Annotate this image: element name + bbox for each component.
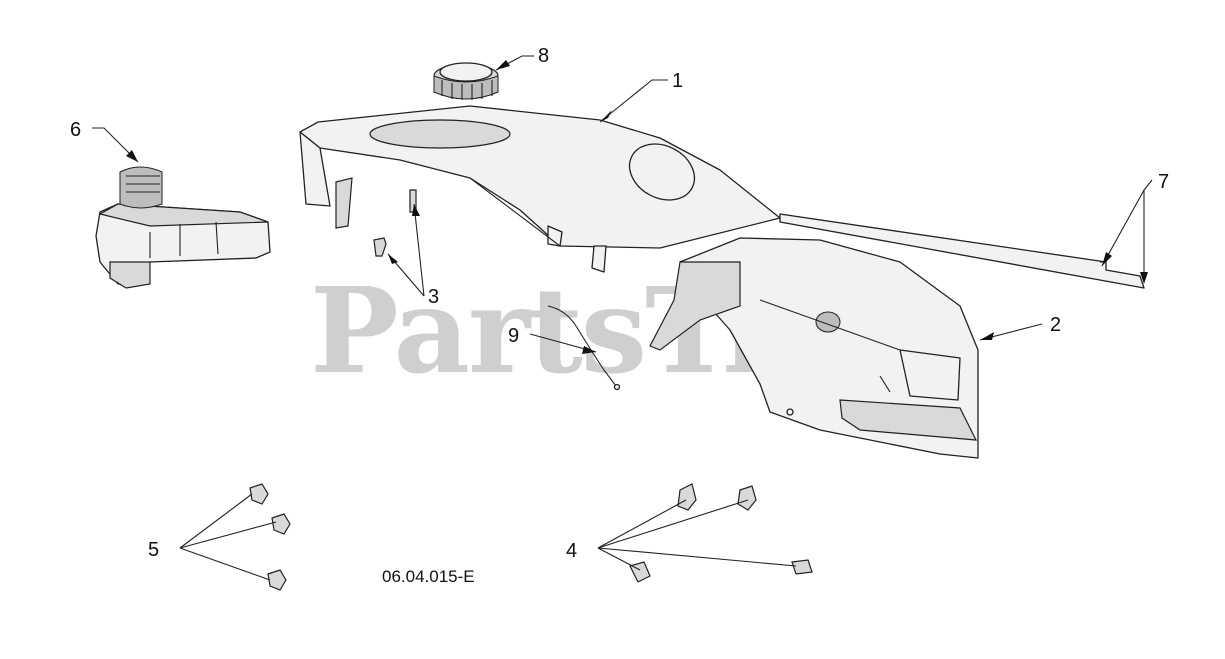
part-3-screws[interactable] (373, 189, 417, 257)
callout-9: 9 (508, 325, 519, 347)
part-6-fuel-tank[interactable] (95, 166, 271, 289)
part-4-clips[interactable] (629, 483, 813, 583)
part-9-wire[interactable] (547, 305, 621, 391)
part-1-upper-housing[interactable] (299, 105, 781, 273)
callout-7: 7 (1158, 171, 1169, 193)
callout-4: 4 (566, 540, 577, 562)
part-8-fuel-cap[interactable] (433, 62, 499, 100)
callout-8: 8 (538, 45, 549, 67)
part-2-lower-housing[interactable] (649, 237, 979, 459)
callout-5: 5 (148, 539, 159, 561)
callout-1: 1 (672, 70, 683, 92)
part-5-clips[interactable] (249, 483, 291, 591)
callout-6: 6 (70, 119, 81, 141)
leader-lines (92, 55, 1153, 581)
callout-labels: 1 2 3 4 5 6 7 8 9 (70, 45, 1169, 562)
callout-2: 2 (1050, 314, 1061, 336)
callout-3: 3 (428, 286, 439, 308)
diagram-code: 06.04.015-E (382, 567, 475, 586)
